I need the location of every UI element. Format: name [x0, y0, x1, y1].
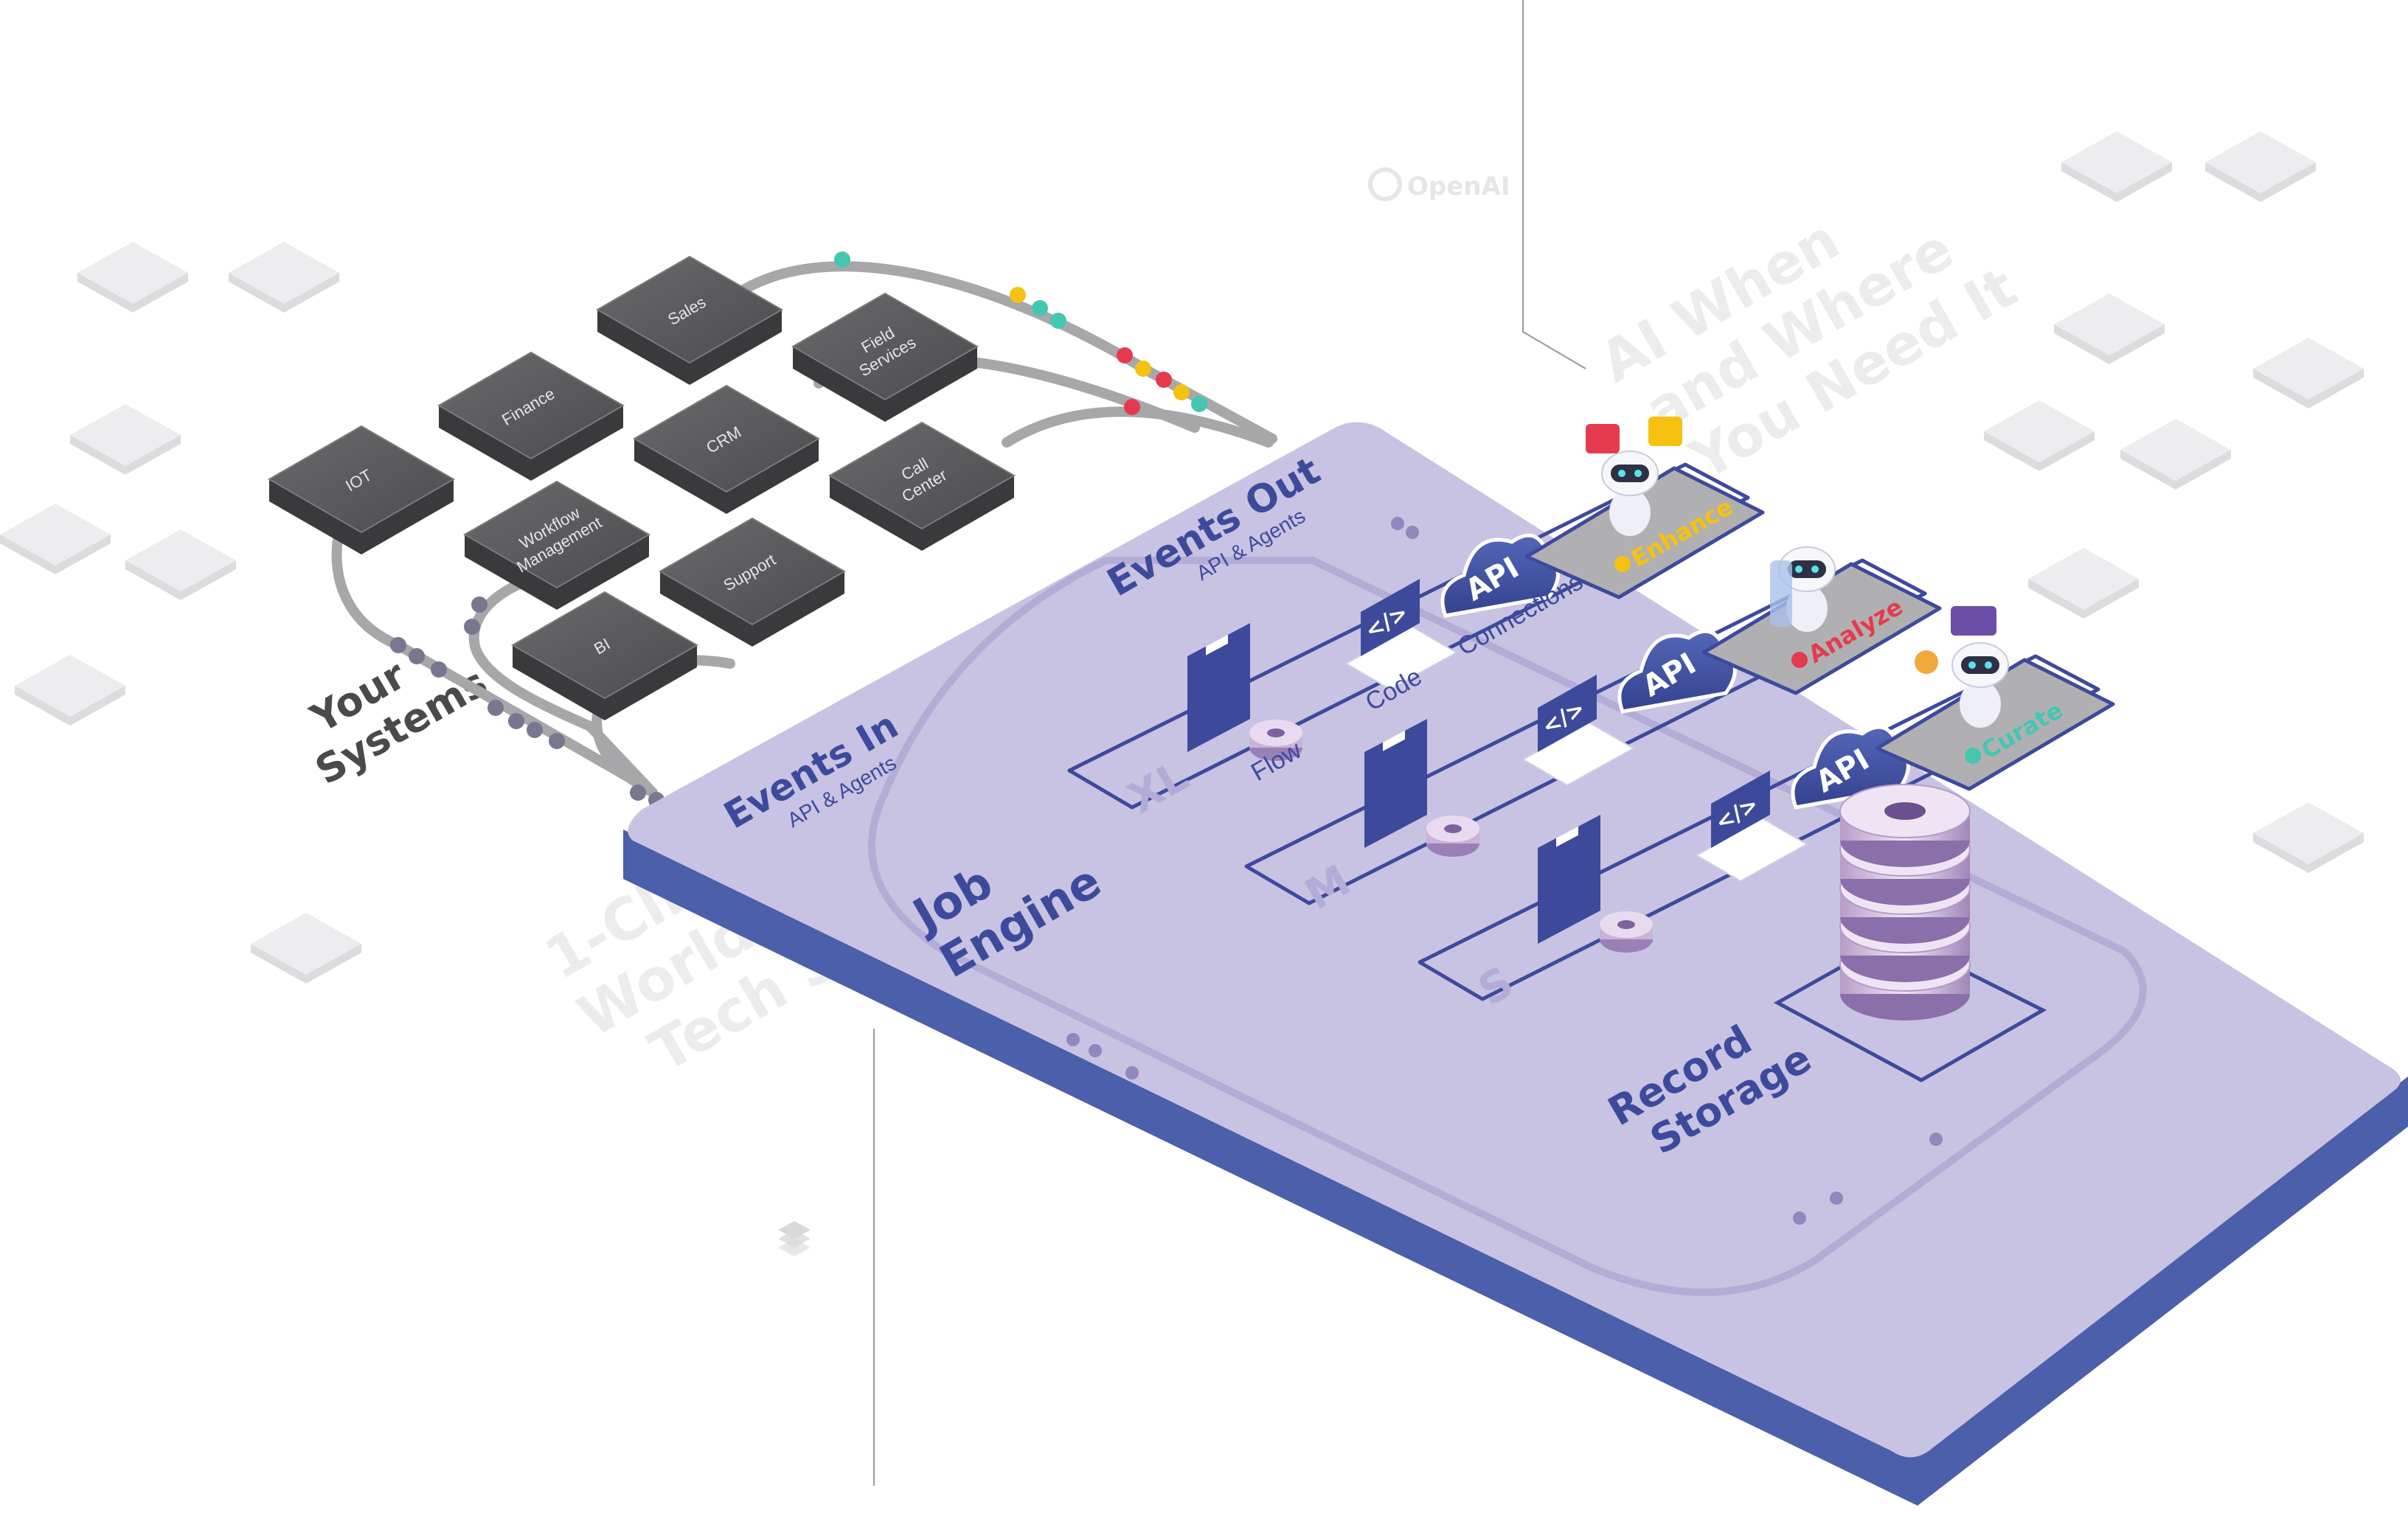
translate-badge-icon	[1586, 424, 1620, 453]
track-dot	[1135, 361, 1151, 377]
background-tile	[2054, 293, 2165, 364]
track-dot	[488, 700, 504, 716]
flow-chart-icon	[1187, 623, 1250, 752]
background-tile	[2120, 419, 2231, 490]
system-tile-sales[interactable]: Sales	[595, 255, 784, 385]
track-dot	[390, 637, 406, 653]
background-tile	[2253, 802, 2364, 873]
background-tile	[125, 529, 236, 600]
background-tile	[2253, 338, 2364, 408]
track-dot	[1050, 313, 1066, 329]
database-layer	[1839, 784, 1971, 867]
star-badge-icon	[1915, 650, 1938, 674]
background-tile	[2028, 548, 2139, 619]
track-dot	[1156, 372, 1172, 388]
tier-tray-m: M</>API	[1244, 558, 1927, 919]
track-dot	[508, 713, 524, 729]
database-icon	[1773, 784, 2047, 1082]
robot-icon	[1951, 642, 2009, 728]
openai-label: OpenAI	[1407, 172, 1510, 201]
agent-status-dot	[1614, 556, 1631, 572]
track-dot	[464, 619, 480, 635]
code-icon: </>	[1344, 579, 1459, 691]
guide-lines	[873, 0, 1586, 1486]
track-dot	[1117, 347, 1133, 364]
track-top	[736, 261, 1277, 444]
system-tile-support[interactable]: Support	[658, 517, 847, 647]
system-tile-bi[interactable]: BI	[510, 591, 699, 720]
platform	[623, 422, 2408, 1506]
track-dot	[1191, 396, 1207, 412]
data-puck-icon	[1426, 815, 1479, 857]
code-icon: </>	[1521, 675, 1636, 787]
agent-badges	[1586, 417, 1996, 674]
data-puck-icon	[1600, 911, 1653, 953]
background-tile	[15, 655, 125, 726]
system-tile-crm[interactable]: CRM	[632, 384, 821, 514]
star-rating-icon	[1951, 606, 1996, 636]
screen-panel-icon	[1770, 560, 1792, 627]
ai-agent-analyze[interactable]: Analyze	[1701, 546, 1942, 695]
openai-icon	[1368, 167, 1402, 201]
track-dot	[527, 722, 543, 738]
system-tile-finance[interactable]: Finance	[437, 351, 625, 481]
background-tile	[2061, 131, 2172, 202]
translate-badge-icon	[1648, 417, 1682, 446]
background-tile	[251, 913, 361, 984]
background-tile	[1984, 400, 2095, 471]
database-hole	[1884, 802, 1926, 820]
flow-chart-icon	[1538, 815, 1600, 944]
track-dot	[431, 661, 447, 678]
background-tile	[229, 242, 339, 313]
robot-icon	[1778, 546, 1836, 632]
code-icon: </>	[1694, 771, 1809, 883]
flow-chart-icon	[1364, 719, 1427, 848]
agent-status-dot	[1791, 652, 1808, 668]
track-dot	[409, 648, 425, 664]
system-tile-workflow-management[interactable]: WorkflowManagement	[462, 480, 651, 610]
system-tile-field-services[interactable]: FieldServices	[791, 292, 979, 422]
track-dot	[834, 251, 850, 268]
track-dot	[1124, 399, 1140, 415]
stack-small-icon	[778, 1221, 811, 1256]
background-tile	[77, 242, 188, 313]
track-dot	[1173, 384, 1190, 400]
job-engine-loop	[868, 557, 2147, 1296]
platform-top	[628, 422, 2401, 1458]
background-tile	[2205, 131, 2316, 202]
agent-status-dot	[1965, 748, 1981, 764]
background-tile	[70, 404, 181, 475]
background-tile	[0, 504, 111, 574]
data-puck-icon	[1249, 720, 1302, 761]
track-dot	[630, 785, 646, 801]
track-dot	[549, 733, 565, 749]
robot-icon	[1601, 451, 1659, 536]
openai-logo: OpenAI	[1368, 167, 1510, 201]
track-dot	[1032, 300, 1048, 316]
track-dot	[471, 596, 488, 613]
ai-agent-enhance[interactable]: Enhance	[1524, 451, 1765, 599]
track-dot	[1010, 287, 1026, 303]
system-tile-call-center[interactable]: CallCenter	[827, 421, 1016, 551]
system-tile-iot[interactable]: IOT	[267, 425, 456, 554]
ai-when-caption: AI When and Where You Need It	[1589, 206, 2027, 493]
